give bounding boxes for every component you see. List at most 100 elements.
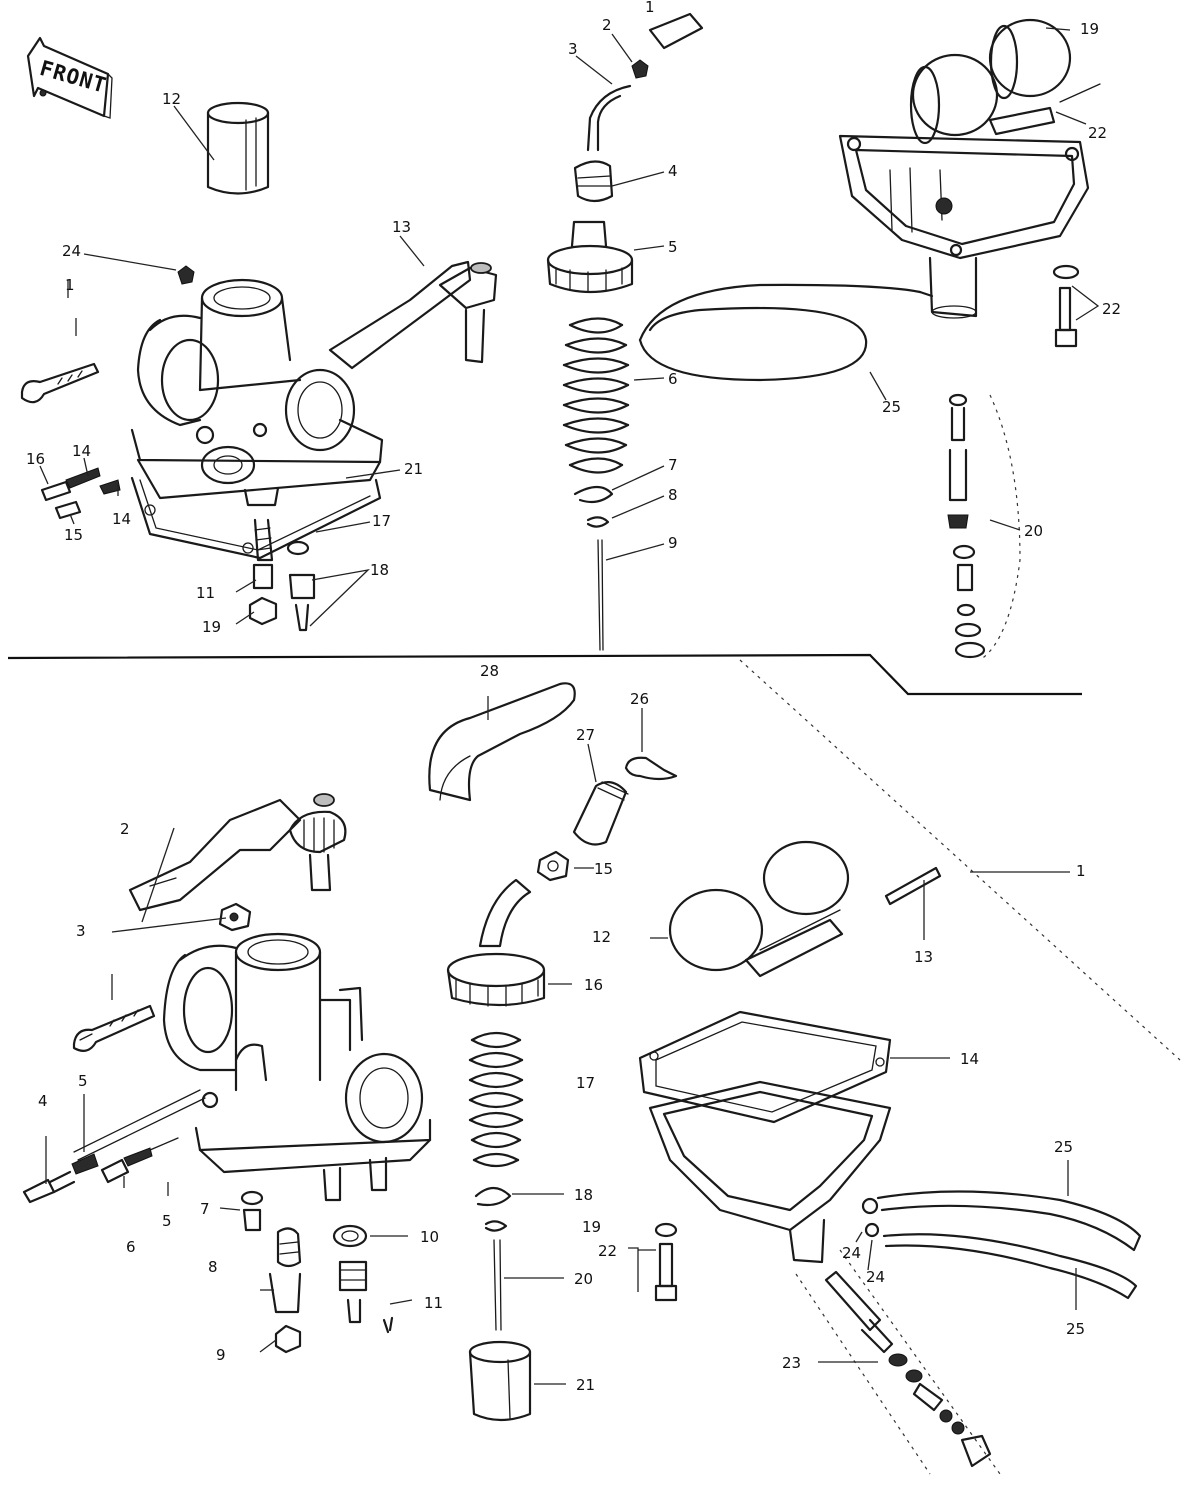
callout-lower-26: 26 (630, 690, 649, 708)
callout-upper-9: 9 (668, 534, 678, 552)
callout-lower-21: 21 (576, 1376, 595, 1394)
callout-lower-5a: 5 (78, 1072, 88, 1090)
part-main-jet-lower (332, 1224, 394, 1334)
callout-lower-11: 11 (424, 1294, 443, 1312)
callout-upper-22a: 22 (1088, 124, 1107, 142)
callout-lower-20: 20 (574, 1270, 593, 1288)
callout-upper-24: 24 (62, 242, 81, 260)
callout-lower-28: 28 (480, 662, 499, 680)
callout-upper-4: 4 (668, 162, 678, 180)
callout-lower-16: 16 (584, 976, 603, 994)
part-carburetor-body-lower (162, 932, 432, 1202)
callout-lower-13: 13 (914, 948, 933, 966)
part-gasket (130, 476, 382, 560)
callout-lower-24a: 24 (842, 1244, 861, 1262)
front-direction-arrow: FRONT (26, 36, 113, 119)
callout-lower-6: 6 (126, 1238, 136, 1256)
part-throttle-slide (468, 1340, 532, 1422)
part-carburetor-body (130, 278, 384, 507)
part-pilot-screws (40, 467, 121, 520)
lower-callouts: 1 2 3 4 5 5 6 7 8 9 10 11 12 13 14 15 16… (38, 662, 1086, 1394)
callout-upper-6: 6 (668, 370, 678, 388)
part-floats (909, 18, 1101, 145)
part-hose-fitting (572, 781, 629, 846)
callout-upper-15: 15 (64, 526, 83, 544)
callout-lower-4: 4 (38, 1092, 48, 1110)
callout-upper-14a: 14 (72, 442, 91, 460)
callout-lower-5b: 5 (162, 1212, 172, 1230)
callout-lower-27: 27 (576, 726, 595, 744)
callout-upper-8: 8 (668, 486, 678, 504)
callout-upper-13: 13 (392, 218, 411, 236)
callout-lower-22: 22 (598, 1242, 617, 1260)
callout-lower-3: 3 (76, 922, 86, 940)
part-needle-lower (474, 1186, 512, 1331)
part-throttle-lever (328, 260, 498, 370)
callout-upper-7: 7 (668, 456, 678, 474)
callout-upper-11: 11 (196, 584, 215, 602)
callout-lower-12: 12 (592, 928, 611, 946)
callout-upper-18: 18 (370, 561, 389, 579)
part-main-jet-assembly (248, 518, 316, 632)
part-needle-upper (573, 485, 614, 651)
section-divider (7, 653, 1181, 1061)
upper-callout-leaders (39, 27, 1100, 627)
callout-lower-2: 2 (120, 820, 130, 838)
callout-upper-20: 20 (1024, 522, 1043, 540)
callout-lower-24b: 24 (866, 1268, 885, 1286)
part-top-cap-lower (446, 878, 546, 1007)
callout-lower-17: 17 (576, 1074, 595, 1092)
part-slide-spring-lower (468, 1031, 524, 1168)
part-float-valve-assembly (947, 393, 1021, 661)
callout-lower-18: 18 (574, 1186, 593, 1204)
part-bowl-bolt (1052, 264, 1080, 348)
callout-upper-22b: 22 (1102, 300, 1121, 318)
part-float-bowl-lower (648, 1080, 892, 1264)
part-float-pin (884, 866, 942, 906)
callout-upper-25: 25 (882, 398, 901, 416)
callout-upper-1b: 1 (65, 276, 75, 294)
callout-upper-3: 3 (568, 40, 578, 58)
part-small-nut (177, 265, 195, 285)
callout-lower-25b: 25 (1066, 1320, 1085, 1338)
callout-upper-17: 17 (372, 512, 391, 530)
part-velocity-stack (206, 101, 270, 195)
upper-callouts: 1 1 2 3 4 5 6 7 8 9 11 12 13 14 14 15 16… (26, 0, 1121, 636)
callout-lower-9: 9 (216, 1346, 226, 1364)
callout-lower-8: 8 (208, 1258, 218, 1276)
part-drain-tubes (876, 1190, 1142, 1300)
part-screw-lower (72, 1004, 156, 1053)
callout-upper-19b: 19 (1080, 20, 1099, 38)
lower-callout-leaders (45, 696, 1077, 1385)
callout-upper-19a: 19 (202, 618, 221, 636)
callout-upper-14b: 14 (112, 510, 131, 528)
callout-upper-16: 16 (26, 450, 45, 468)
callout-lower-7: 7 (200, 1200, 210, 1218)
callout-lower-1: 1 (1076, 862, 1086, 880)
part-slide-spring-upper (562, 317, 630, 474)
part-spring-clip (624, 756, 678, 781)
callout-upper-1a: 1 (645, 0, 655, 16)
part-throttle-lever-lower (128, 793, 347, 912)
callout-lower-23: 23 (782, 1354, 801, 1372)
part-screw (20, 362, 100, 404)
part-drain-valve-assembly (795, 1249, 1001, 1475)
callout-lower-14: 14 (960, 1050, 979, 1068)
part-pilot-screws-lower (22, 1089, 206, 1204)
callout-lower-15: 15 (594, 860, 613, 878)
callout-upper-5: 5 (668, 238, 678, 256)
part-air-hose (428, 682, 576, 802)
part-floats-lower (668, 840, 850, 978)
part-nut-lower (536, 850, 570, 882)
part-overflow-tube (638, 283, 934, 382)
part-gasket-lower (638, 1010, 892, 1124)
part-bowl-bolt-lower (654, 1222, 678, 1302)
callout-upper-2: 2 (602, 16, 612, 34)
callout-lower-25a: 25 (1054, 1138, 1073, 1156)
part-jet-assembly-lower (240, 1190, 302, 1354)
part-float-chamber (838, 134, 1090, 319)
part-small-nut-lower (218, 902, 252, 932)
callout-upper-21: 21 (404, 460, 423, 478)
callout-lower-10: 10 (420, 1228, 439, 1246)
